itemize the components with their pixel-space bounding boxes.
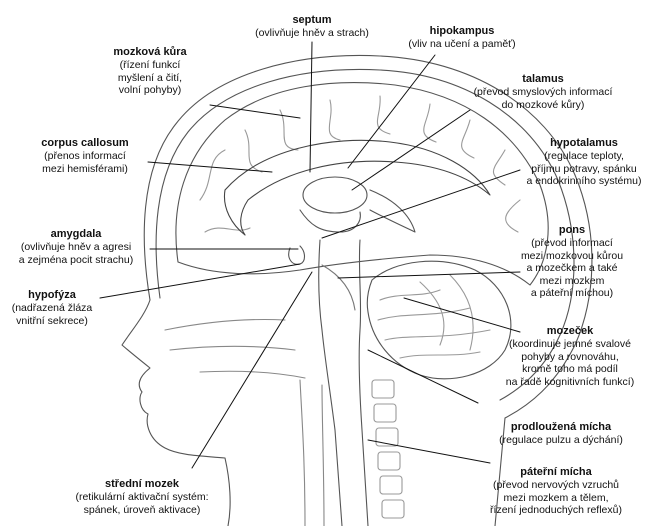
label-prodlouzena-micha-desc: (regulace pulzu a dýchání) [478,434,644,447]
label-hypofyza-title: hypofýza [4,289,100,302]
label-stredni-mozek: střední mozek (retikulární aktivační sys… [52,478,232,516]
leader-septum [310,42,312,172]
label-mozecek: mozeček (koordinuje jemné svalové pohyby… [484,325,656,388]
nasal-cavity [165,319,305,378]
label-septum-title: septum [252,14,372,27]
label-mozkova-kura-desc: (řízení funkcí myšlení a čití, volní poh… [90,59,210,97]
vertebrae [372,380,404,518]
pons-bulge [322,265,355,310]
label-mozecek-desc: (koordinuje jemné svalové pohyby a rovno… [484,338,656,388]
label-amygdala-desc: (ovlivňuje hněv a agresi a zejména pocit… [2,241,150,266]
trachea-shape [300,380,324,526]
label-corpus-callosum-desc: (přenos informací mezi hemisférami) [20,150,150,175]
label-hypofyza: hypofýza (nadřazená žláza vnitřní sekrec… [4,289,100,327]
label-prodlouzena-micha: prodloužená mícha (regulace pulzu a dých… [478,421,644,447]
label-hypotalamus-desc: (regulace teploty, příjmu potravy, spánk… [514,150,654,188]
leader-stredni-mozek [192,272,312,468]
label-prodlouzena-micha-title: prodloužená mícha [478,421,644,434]
label-hypotalamus: hypotalamus (regulace teploty, příjmu po… [514,137,654,188]
label-amygdala: amygdala (ovlivňuje hněv a agresi a zejm… [2,228,150,266]
label-stredni-mozek-title: střední mozek [52,478,232,491]
leader-hypotalamus [322,170,520,238]
label-mozkova-kura-title: mozková kůra [90,46,210,59]
label-pons-title: pons [507,224,637,237]
label-hipokampus: hipokampus (vliv na učení a paměť) [392,25,532,51]
leader-talamus [352,110,470,190]
label-corpus-callosum-title: corpus callosum [20,137,150,150]
label-septum: septum (ovlivňuje hněv a strach) [252,14,372,40]
thalamus-shape [303,177,367,213]
leader-lines [100,42,520,468]
corpus-callosum-shape [224,140,490,235]
leader-prodlouzena-micha [368,350,478,403]
label-hypotalamus-title: hypotalamus [514,137,654,150]
label-amygdala-title: amygdala [2,228,150,241]
label-paterni-micha-title: páteřní mícha [468,466,644,479]
label-paterni-micha: páteřní mícha (převod nervových vzruchů … [468,466,644,517]
label-pons-desc: (převod informací mezi mozkovou kůrou a … [507,237,637,300]
label-hipokampus-desc: (vliv na učení a paměť) [392,38,532,51]
label-hipokampus-title: hipokampus [392,25,532,38]
label-talamus-title: talamus [464,73,622,86]
label-corpus-callosum: corpus callosum (přenos informací mezi h… [20,137,150,175]
label-stredni-mozek-desc: (retikulární aktivační systém: spánek, ú… [52,491,232,516]
leader-pons [338,272,520,278]
label-mozkova-kura: mozková kůra (řízení funkcí myšlení a či… [90,46,210,97]
label-talamus-desc: (převod smyslových informací do mozkové … [464,86,622,111]
label-pons: pons (převod informací mezi mozkovou kůr… [507,224,637,300]
label-mozecek-title: mozeček [484,325,656,338]
leader-hipokampus [348,55,435,168]
label-hypofyza-desc: (nadřazená žláza vnitřní sekrece) [4,302,100,327]
leader-mozkova-kura [210,105,300,118]
cerebellum-folia [378,275,490,358]
label-talamus: talamus (převod smyslových informací do … [464,73,622,111]
hippocampus-shape [370,190,415,232]
label-septum-desc: (ovlivňuje hněv a strach) [252,27,372,40]
label-paterni-micha-desc: (převod nervových vzruchů mezi mozkem a … [468,479,644,517]
